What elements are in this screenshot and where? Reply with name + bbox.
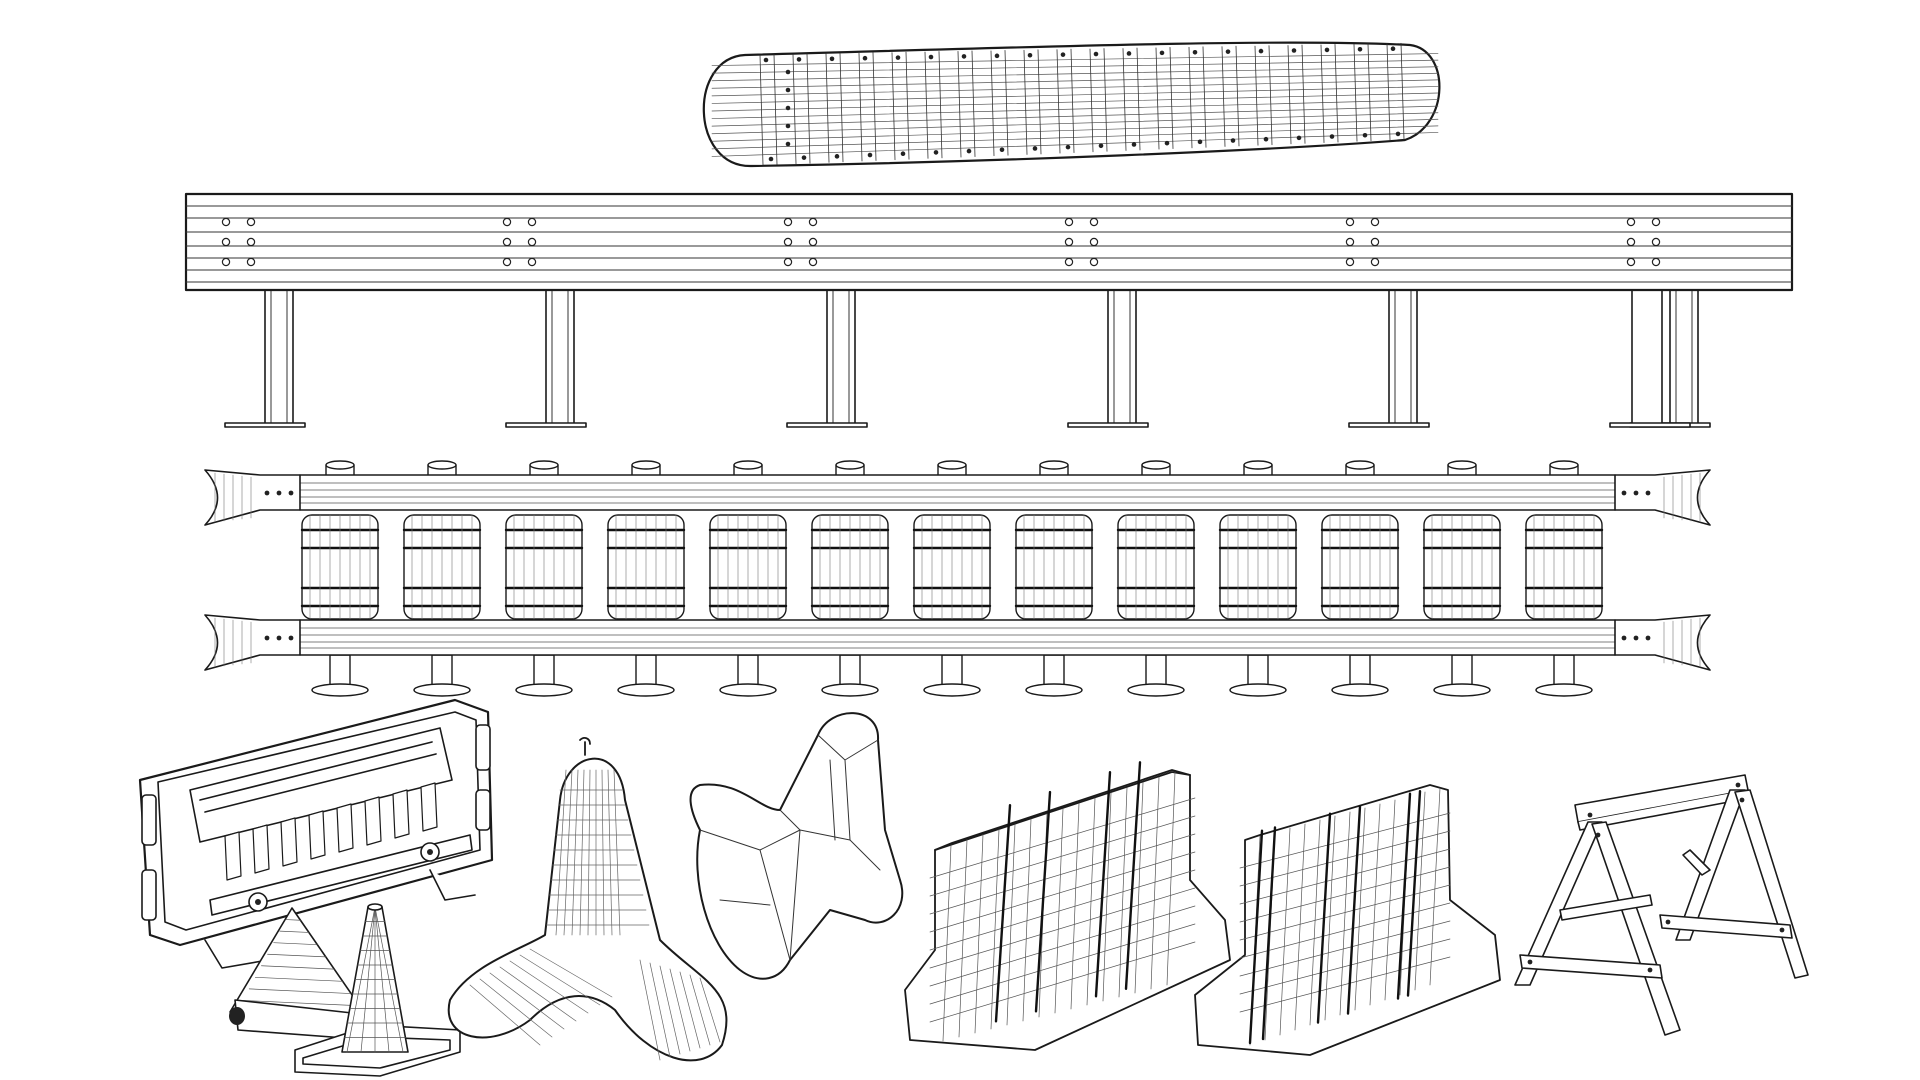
concrete-jersey-barrier — [1194, 784, 1501, 1056]
sawhorse-barricade — [1514, 774, 1809, 1036]
crash-cushion-panel — [702, 41, 1441, 168]
tetrapod — [447, 737, 728, 1062]
roller-barrier — [204, 460, 1711, 697]
w-beam-guardrail — [184, 192, 1794, 428]
plastic-water-barrier — [138, 698, 494, 969]
concrete-jersey-barrier — [904, 761, 1231, 1051]
tetrapod — [689, 712, 904, 980]
traffic-cone — [229, 903, 461, 1077]
